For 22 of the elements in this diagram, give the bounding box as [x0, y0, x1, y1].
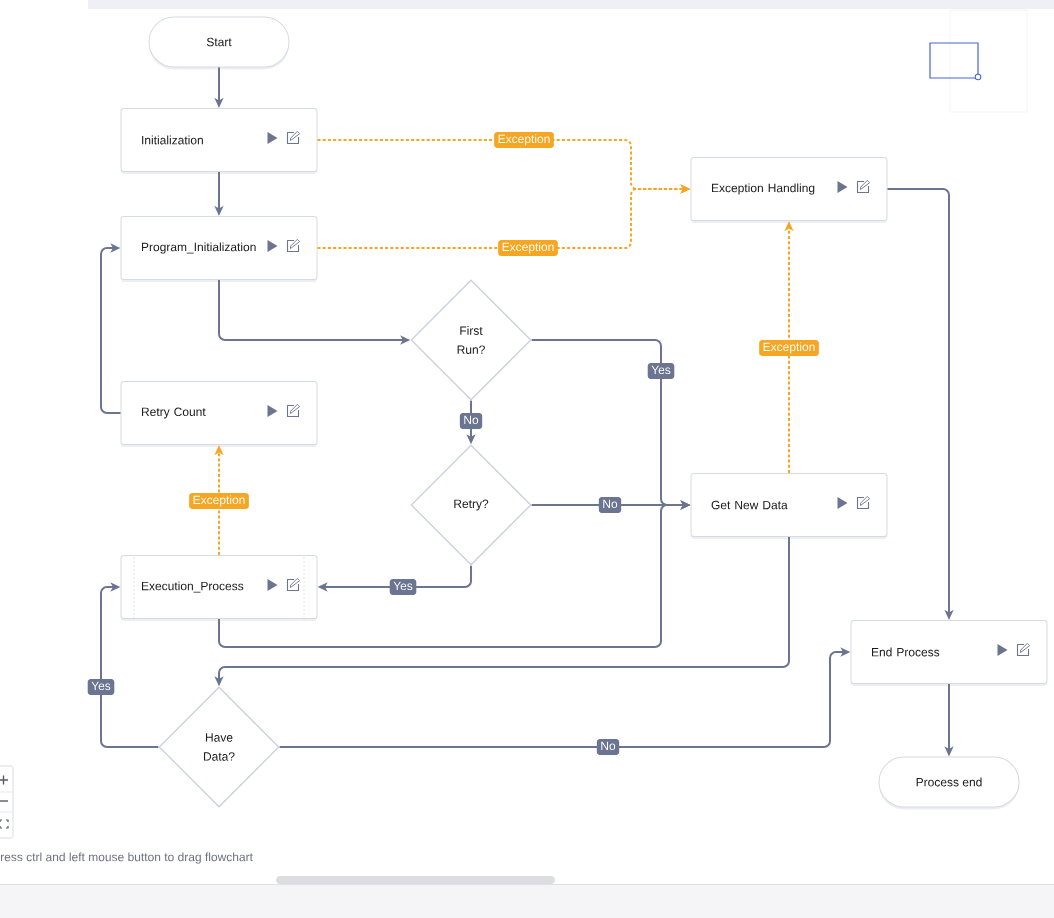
process-box: Program_Initialization — [120, 216, 318, 282]
edge-label: No — [459, 413, 483, 429]
hint-text: ress ctrl and left mouse button to drag flowchart — [1, 852, 253, 864]
process-box: Get New Data — [690, 473, 888, 539]
edge-label: Yes — [389, 579, 417, 595]
process-box: Execution_Process — [120, 555, 318, 621]
edge-label: Exception — [498, 240, 558, 256]
process-box: End Process — [850, 620, 1048, 686]
arrow — [100, 243, 122, 414]
process-box: Exception Handling — [690, 157, 888, 223]
terminal-pill: Start — [148, 16, 290, 70]
process-box: Initialization — [120, 108, 318, 174]
edge-label: No — [596, 739, 620, 755]
edge-label: Exception — [759, 340, 819, 356]
edge-label: Exception — [494, 132, 554, 148]
arrow — [100, 582, 160, 748]
edge-label: Yes — [87, 679, 115, 695]
edge-label: Yes — [647, 363, 675, 379]
terminal-pill: Process end — [878, 756, 1020, 810]
edge-label: Exception — [189, 493, 249, 509]
edge-label: No — [598, 497, 622, 513]
process-box: Retry Count — [120, 381, 318, 447]
